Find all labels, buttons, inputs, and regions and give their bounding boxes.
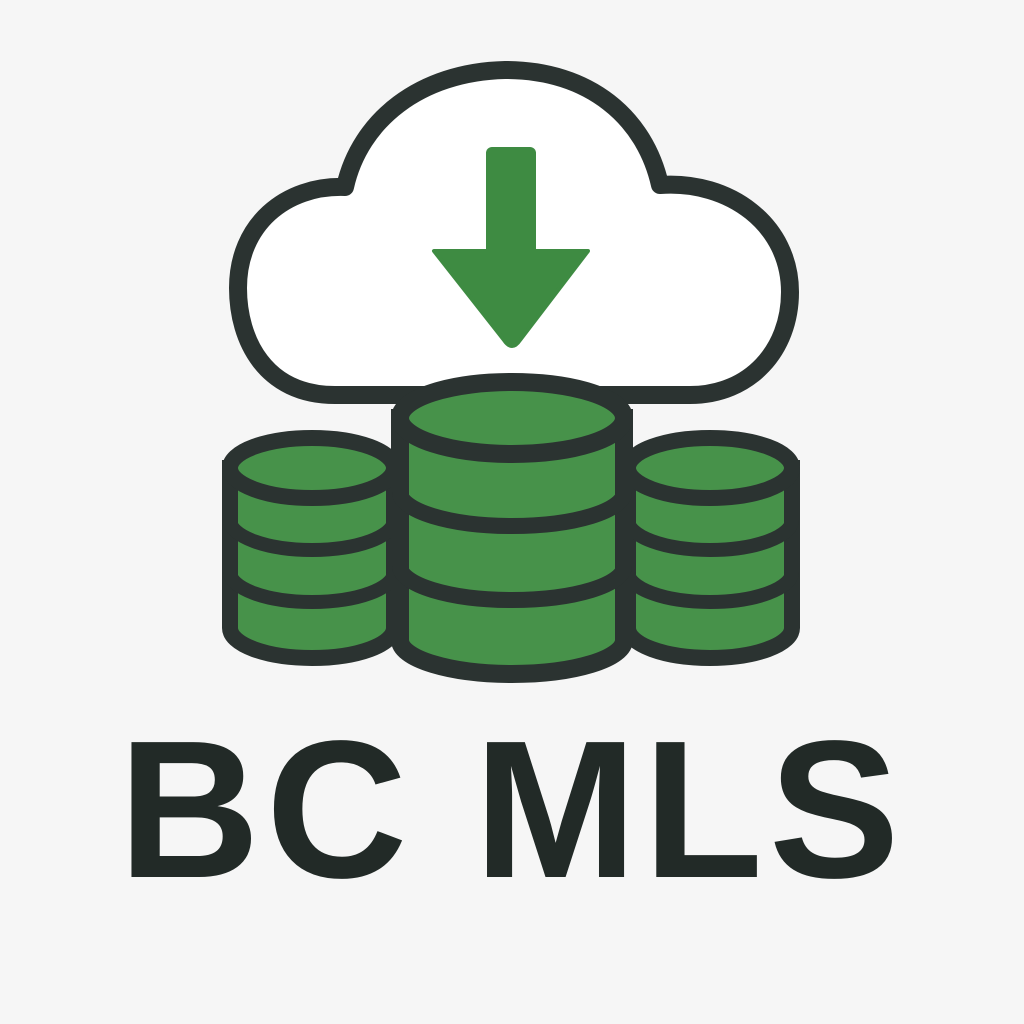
cloud-download-database-icon bbox=[222, 61, 800, 683]
database-stack-left-icon bbox=[222, 430, 402, 666]
brand-name: BC MLS bbox=[118, 700, 906, 919]
database-stack-center-icon bbox=[391, 373, 633, 683]
database-stack-right-icon bbox=[620, 430, 800, 666]
download-arrow-icon bbox=[432, 147, 590, 348]
